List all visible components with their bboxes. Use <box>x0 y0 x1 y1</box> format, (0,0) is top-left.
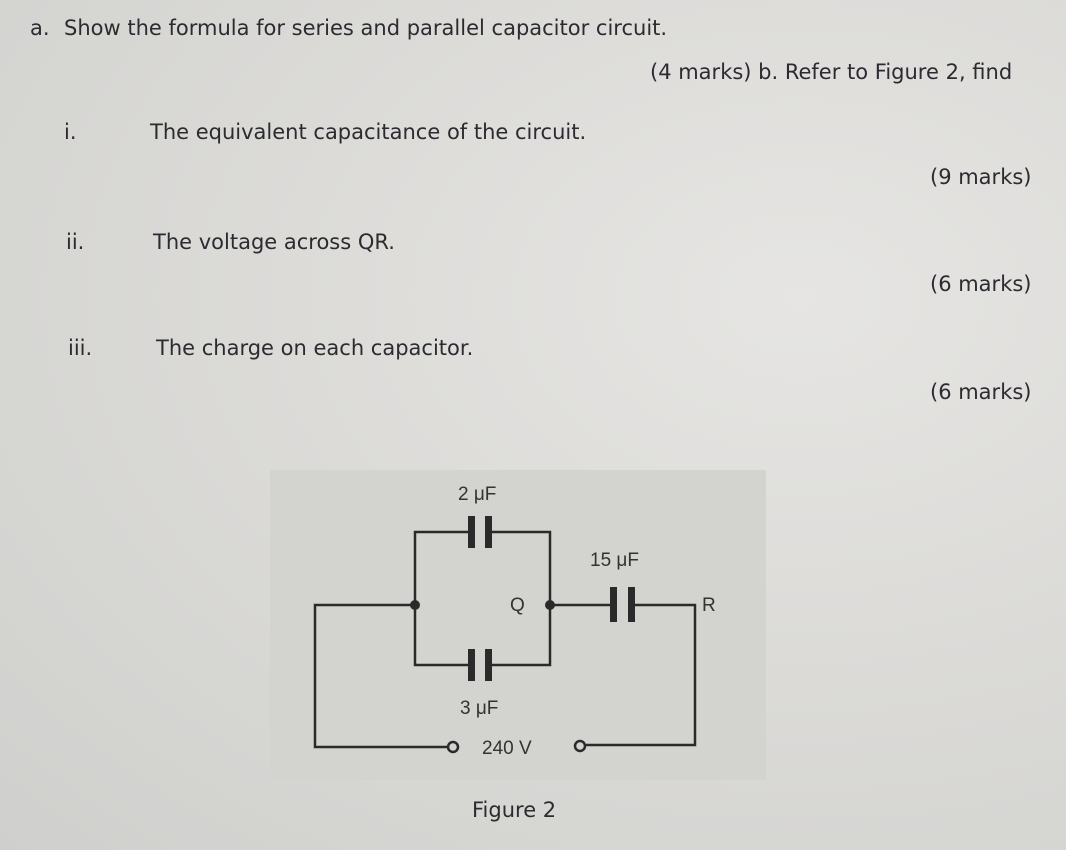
capacitor-15uF-plate <box>610 587 617 622</box>
circuit-diagram: 2 μF 15 μF Q R 3 μF 240 V <box>270 470 766 780</box>
junction-q <box>545 600 555 610</box>
item-ii-marker: ii. <box>66 230 85 254</box>
item-i-marks: (9 marks) <box>930 165 1032 189</box>
label-240v: 240 V <box>482 738 532 759</box>
figure-caption: Figure 2 <box>472 798 557 822</box>
label-15uF: 15 μF <box>590 550 639 571</box>
capacitor-3uF-plate <box>485 649 492 681</box>
item-iii-text: The charge on each capacitor. <box>156 336 474 360</box>
label-q: Q <box>510 595 525 616</box>
item-i-marker: i. <box>64 120 77 144</box>
junction-left <box>410 600 420 610</box>
terminal-right <box>573 739 587 753</box>
question-a-marker: a. <box>30 16 50 40</box>
item-iii-marker: iii. <box>68 336 93 360</box>
capacitor-2uF-plate <box>468 516 475 548</box>
capacitor-3uF-plate <box>468 649 475 681</box>
question-b-intro: (4 marks) b. Refer to Figure 2, find <box>650 60 1013 84</box>
terminal-left <box>446 740 460 754</box>
item-iii-marks: (6 marks) <box>930 380 1032 404</box>
capacitor-15uF-plate <box>628 587 635 622</box>
circuit-wires <box>313 530 697 749</box>
item-ii-text: The voltage across QR. <box>153 230 395 254</box>
label-2uF: 2 μF <box>458 484 496 505</box>
item-ii-marks: (6 marks) <box>930 272 1032 296</box>
label-3uF: 3 μF <box>460 698 498 719</box>
label-r: R <box>702 595 716 616</box>
capacitor-2uF-plate <box>485 516 492 548</box>
item-i-text: The equivalent capacitance of the circui… <box>150 120 587 144</box>
question-a-text: Show the formula for series and parallel… <box>64 16 668 40</box>
